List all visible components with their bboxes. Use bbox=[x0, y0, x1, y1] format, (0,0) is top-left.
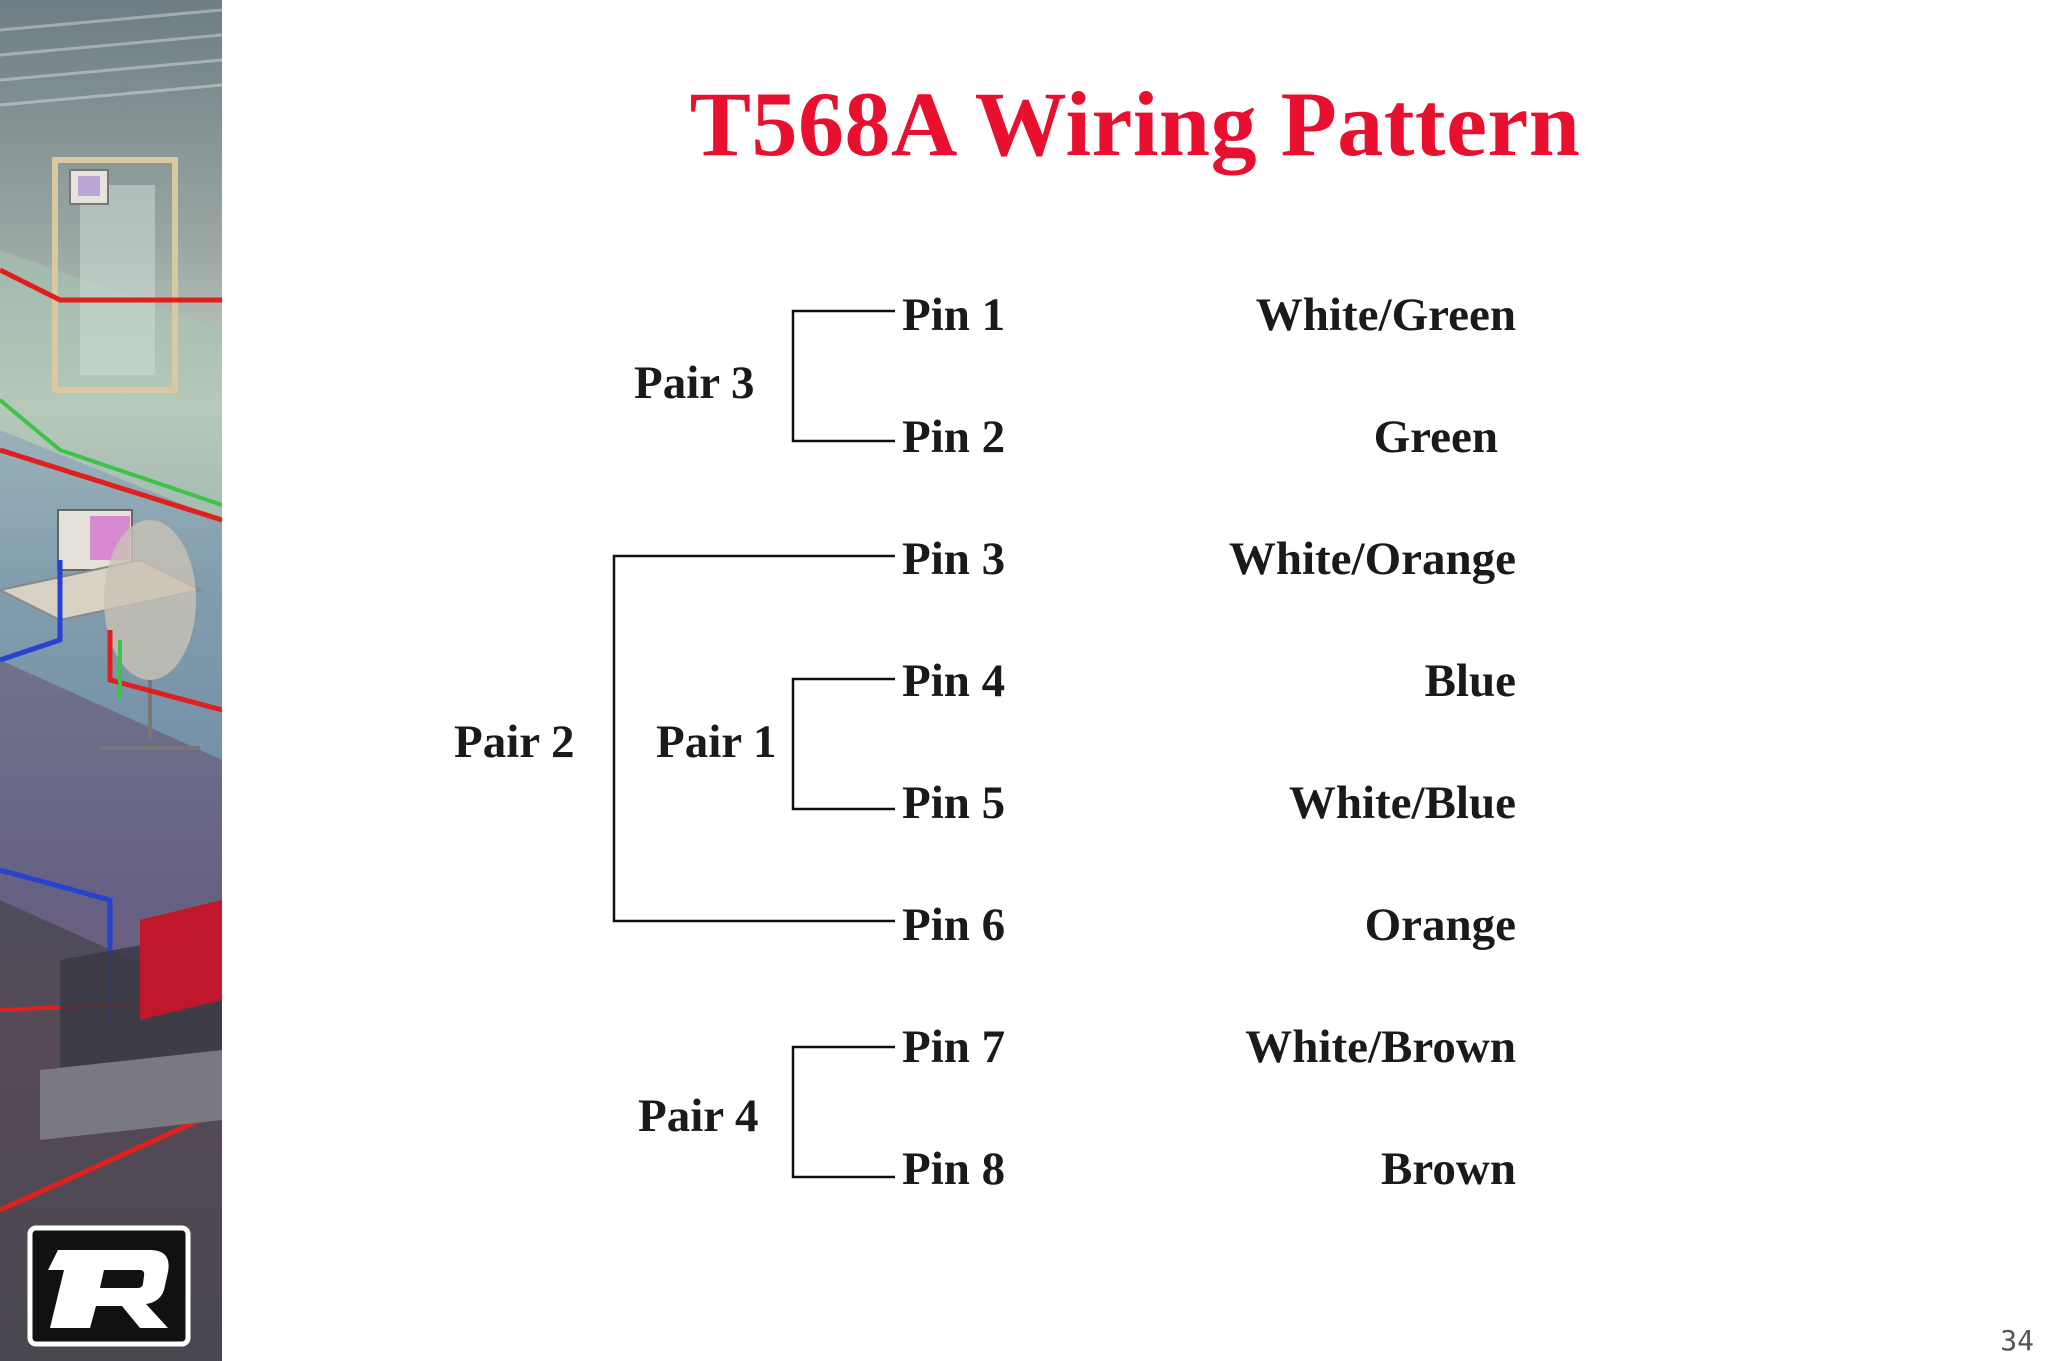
pin-6-color: Orange bbox=[1364, 899, 1516, 951]
pin-2-label: Pin 2 bbox=[902, 411, 1006, 463]
pair3-bracket bbox=[791, 309, 895, 443]
pin-1-color: White/Green bbox=[1255, 289, 1516, 341]
pair-1-label: Pair 1 bbox=[656, 716, 777, 768]
office-illustration bbox=[0, 8, 222, 1361]
pin-5-color: White/Blue bbox=[1288, 777, 1516, 829]
pin-4-color: Blue bbox=[1424, 655, 1516, 707]
pin-1-label: Pin 1 bbox=[902, 289, 1006, 341]
pair-3-label: Pair 3 bbox=[634, 357, 755, 409]
slide-title: T568A Wiring Pattern bbox=[689, 73, 1581, 175]
pin-2-color: Green bbox=[1373, 411, 1498, 463]
page-number: 34 bbox=[2000, 1324, 2034, 1357]
pin-3-label: Pin 3 bbox=[902, 533, 1006, 585]
pair-2-label: Pair 2 bbox=[454, 716, 575, 768]
pair-4-label: Pair 4 bbox=[638, 1090, 759, 1142]
pin-8-color: Brown bbox=[1381, 1143, 1516, 1195]
pair2-bracket bbox=[612, 554, 895, 923]
pin-4-label: Pin 4 bbox=[902, 655, 1006, 707]
logo bbox=[27, 1225, 191, 1347]
pair4-bracket bbox=[791, 1045, 895, 1179]
sidebar-artwork bbox=[0, 0, 222, 1361]
pin-6-label: Pin 6 bbox=[902, 899, 1006, 951]
pin-8-label: Pin 8 bbox=[902, 1143, 1006, 1195]
pin-7-color: White/Brown bbox=[1245, 1021, 1516, 1073]
pin-3-color: White/Orange bbox=[1228, 533, 1516, 585]
pair1-bracket bbox=[791, 677, 895, 811]
pin-5-label: Pin 5 bbox=[902, 777, 1006, 829]
pin-7-label: Pin 7 bbox=[902, 1021, 1006, 1073]
